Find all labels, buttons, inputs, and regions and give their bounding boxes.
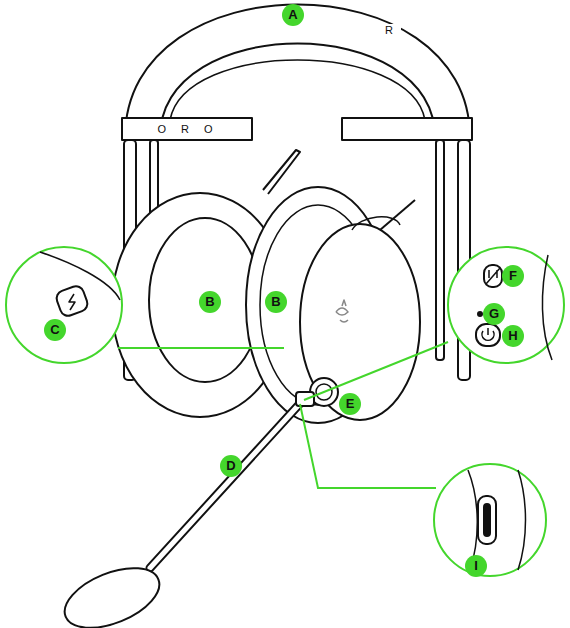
callout-letter: F [502, 265, 524, 287]
callout-letter: C [44, 319, 66, 341]
callout-letter: D [220, 455, 242, 477]
callout-letter: H [502, 325, 524, 347]
callout-letter: A [282, 4, 304, 26]
callout-letter: G [483, 303, 505, 325]
callout-letter: B [265, 291, 287, 313]
callout-letter: I [465, 555, 487, 577]
printed-text: O R O [155, 123, 220, 135]
printed-text: R [383, 24, 401, 36]
callout-letter: E [339, 393, 361, 415]
callout-letter: B [199, 291, 221, 313]
